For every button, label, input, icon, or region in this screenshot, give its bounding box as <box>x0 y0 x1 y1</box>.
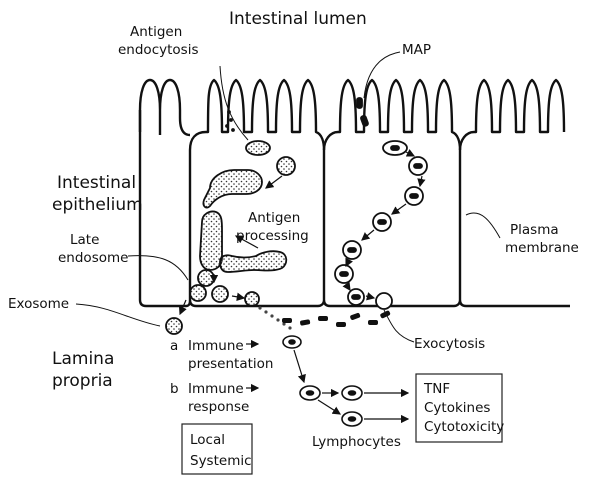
exosome-label: Exosome <box>8 296 69 312</box>
antigen-endocytosis-label-2: endocytosis <box>118 42 198 58</box>
lymphocyte-arrows <box>246 339 410 424</box>
cytokines-label: Cytokines <box>424 400 490 416</box>
item-a-letter: a <box>170 338 178 354</box>
late-endosome-label: Late <box>70 232 99 248</box>
map-transcytosis <box>334 97 428 310</box>
released-peptides <box>258 306 292 330</box>
vesicle <box>276 156 296 176</box>
immune-presentation-label-2: presentation <box>188 356 273 372</box>
lamina-propria-label-2: propria <box>52 371 113 391</box>
exosome <box>165 317 183 335</box>
cytotoxicity-label: Cytotoxicity <box>424 419 504 435</box>
epithelium-membrane <box>138 78 570 308</box>
tnf-label: TNF <box>423 381 450 397</box>
exosome-release <box>244 291 260 307</box>
effector-box <box>415 373 503 443</box>
antigen-endocytosis-label: Antigen <box>130 24 182 40</box>
late-endosome-label-2: endosome <box>58 250 128 266</box>
plasma-membrane-label: Plasma <box>510 222 559 238</box>
plasma-membrane-label-2: membrane <box>505 240 579 256</box>
exocytosis-label: Exocytosis <box>414 336 485 352</box>
lymphocytes <box>282 335 363 427</box>
antigen-processing-label-2: processing <box>236 228 309 244</box>
processing-arrows <box>178 175 283 316</box>
leader-lines <box>75 51 501 343</box>
item-b-letter: b <box>170 381 179 397</box>
intestinal-epithelium-label-2: epithelium <box>52 195 143 215</box>
lamina-propria-label: Lamina <box>52 349 114 369</box>
antigen-processing-vesicles <box>165 110 296 335</box>
immune-presentation-label: Immune <box>188 338 244 354</box>
secreted-map <box>282 310 391 327</box>
transcytosis-arrows <box>342 149 426 301</box>
local-systemic-box <box>181 423 253 475</box>
tubular-endosome <box>199 210 223 271</box>
late-endosome <box>189 284 207 302</box>
endocytic-vesicle <box>245 140 271 156</box>
late-endosome <box>211 285 229 303</box>
lymphocytes-label: Lymphocytes <box>312 434 401 450</box>
map-label: MAP <box>402 42 431 58</box>
intestinal-lumen-label: Intestinal lumen <box>229 9 367 29</box>
antigen-processing-label: Antigen <box>248 210 300 226</box>
local-label: Local <box>190 432 225 448</box>
immune-response-label: Immune <box>188 381 244 397</box>
immune-response-label-2: response <box>188 399 249 415</box>
intestinal-epithelium-label: Intestinal <box>57 173 136 193</box>
tubular-endosome <box>202 169 263 209</box>
tubular-endosome <box>219 250 288 273</box>
late-endosome <box>197 269 215 287</box>
systemic-label: Systemic <box>190 453 252 469</box>
